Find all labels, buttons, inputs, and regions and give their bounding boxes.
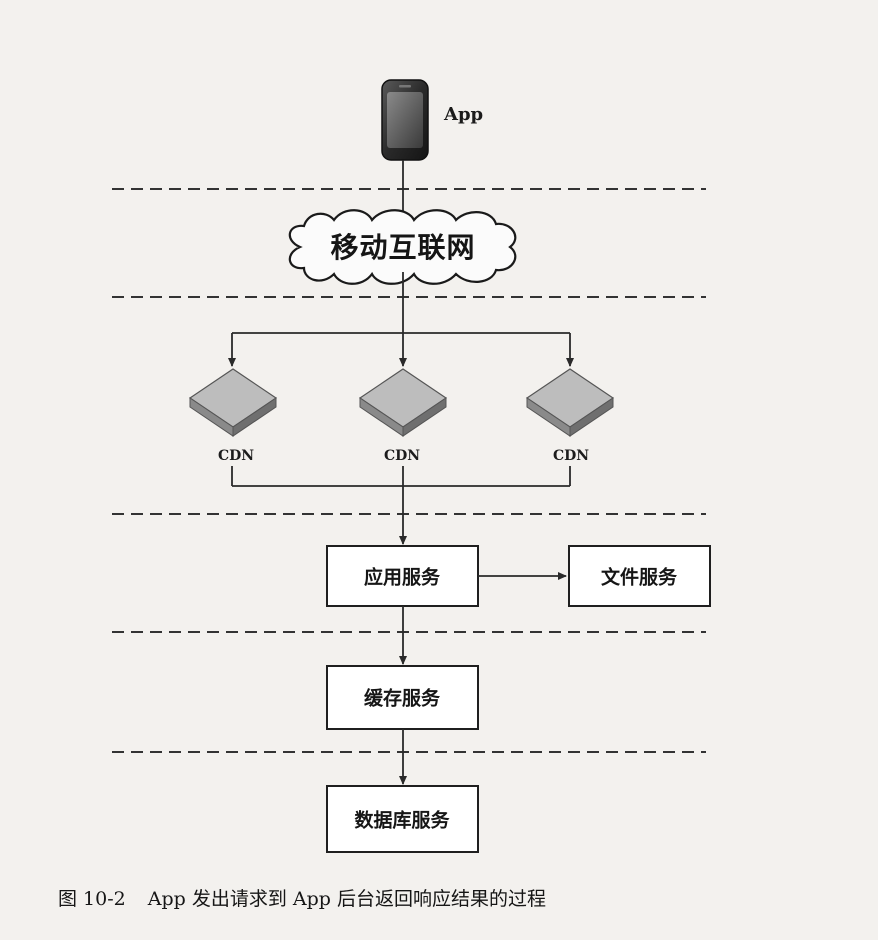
separators: [112, 188, 706, 753]
db-service-label: 数据库服务: [354, 809, 450, 832]
app-service-box: [326, 545, 479, 607]
cdn-label: CDN: [552, 448, 590, 464]
app-label: App: [444, 104, 484, 125]
figure-caption-text: App 发出请求到 App 后台返回响应结果的过程: [147, 888, 546, 910]
cache-service-label: 缓存服务: [363, 687, 441, 710]
file-service-label: 文件服务: [600, 566, 678, 589]
cloud-icon: [288, 209, 517, 285]
app-service-label: 应用服务: [363, 566, 441, 589]
cdn-label: CDN: [217, 448, 255, 464]
connector-network-to-cdn: [228, 272, 574, 367]
cdn-diamond-icon: [525, 368, 615, 437]
db-service-box: [326, 785, 479, 853]
cdn-diamond-icon: [188, 368, 278, 437]
file-service-box: [568, 545, 711, 607]
network-label: 移动互联网: [330, 231, 476, 264]
cdn-diamond-icon: [358, 368, 448, 437]
figure-number: 图 10-2: [58, 888, 126, 910]
connector-cdn-to-app-service: [231, 466, 571, 545]
phone-icon: [381, 79, 429, 161]
figure-caption: 图 10-2 App 发出请求到 App 后台返回响应结果的过程: [58, 884, 546, 911]
cdn-label: CDN: [383, 448, 421, 464]
